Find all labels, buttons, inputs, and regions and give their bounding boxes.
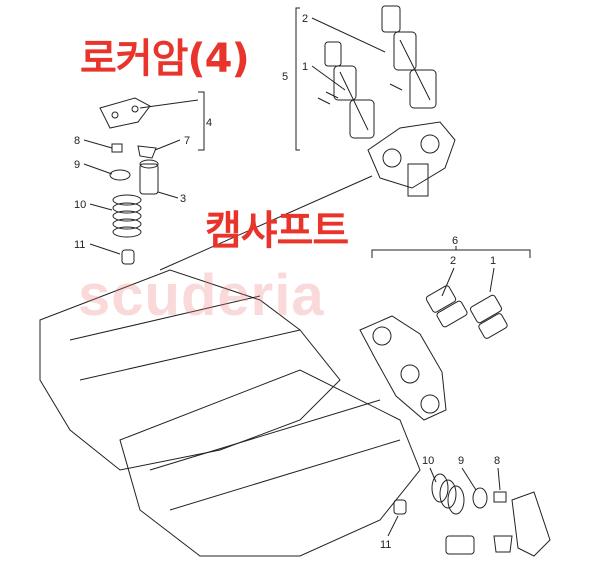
callout-9-bottom: 9 xyxy=(458,455,464,467)
callout-11: 11 xyxy=(74,239,85,251)
callout-2-top: 2 xyxy=(302,13,308,25)
callout-8: 8 xyxy=(74,135,80,147)
clip-part xyxy=(111,143,123,153)
leader-11 xyxy=(89,243,121,255)
camshaft-title: 캠샤프트 xyxy=(205,208,349,254)
watermark: scuderia xyxy=(78,263,325,328)
callout-8-bottom: 8 xyxy=(494,455,500,467)
leader-4 xyxy=(139,99,199,109)
leader-1-cam xyxy=(489,267,495,293)
callout-1-cam: 1 xyxy=(490,255,496,267)
seal-bottom xyxy=(393,499,407,515)
leader-10 xyxy=(89,203,113,211)
cam-cap-upper xyxy=(367,121,456,197)
rocker-arm-part xyxy=(99,97,151,129)
valve-seal-part xyxy=(121,249,135,265)
leader-10-bottom xyxy=(429,467,437,483)
valve-spring-bottom xyxy=(431,473,465,515)
cylinder-head xyxy=(39,269,421,557)
callout-10-bottom: 10 xyxy=(422,455,434,467)
leader-8-bottom xyxy=(497,467,501,491)
callout-6: 6 xyxy=(452,235,458,247)
callout-5: 5 xyxy=(282,71,288,83)
valve-spring-part xyxy=(112,194,142,238)
callout-3: 3 xyxy=(180,193,186,205)
leader-8 xyxy=(83,139,113,149)
oil-control-valve-upper xyxy=(381,5,437,109)
bracket-cam-group xyxy=(371,249,531,258)
oil-control-valve-lower xyxy=(324,41,375,139)
callout-2-cam: 2 xyxy=(450,255,456,267)
leader-11-bottom xyxy=(387,515,399,537)
leader-7 xyxy=(154,139,181,151)
bolt-parts xyxy=(317,83,403,105)
retainer-bottom xyxy=(472,487,488,509)
callout-1-top: 1 xyxy=(302,61,308,73)
cam-oil-valve-right xyxy=(469,294,508,339)
hydraulic-lifter-part xyxy=(139,159,159,195)
leader-2-top xyxy=(311,17,386,53)
callout-7: 7 xyxy=(184,135,190,147)
callout-9: 9 xyxy=(74,159,80,171)
clip-bottom xyxy=(493,491,507,503)
bracket-rocker-group xyxy=(198,91,205,151)
cam-oil-valve-left xyxy=(425,285,468,328)
rocker-arm-bottom xyxy=(511,491,551,557)
leader-2-cam xyxy=(441,267,455,297)
callout-10: 10 xyxy=(74,199,86,211)
leader-9-bottom xyxy=(461,467,477,491)
line-to-engine xyxy=(159,175,373,271)
leader-9 xyxy=(83,163,113,175)
clip-bottom-2 xyxy=(493,535,513,553)
clip-part-7 xyxy=(137,145,157,159)
leader-3 xyxy=(157,191,179,199)
callout-4: 4 xyxy=(206,117,212,129)
lifter-bottom xyxy=(445,535,475,555)
spring-retainer-part xyxy=(109,169,131,181)
leader-1-top xyxy=(311,65,346,91)
bracket-top-group xyxy=(295,7,300,151)
rocker-arm-title: 로커암(4) xyxy=(80,36,250,82)
callout-11-bottom: 11 xyxy=(380,539,391,551)
cam-cap-lower xyxy=(359,315,447,421)
